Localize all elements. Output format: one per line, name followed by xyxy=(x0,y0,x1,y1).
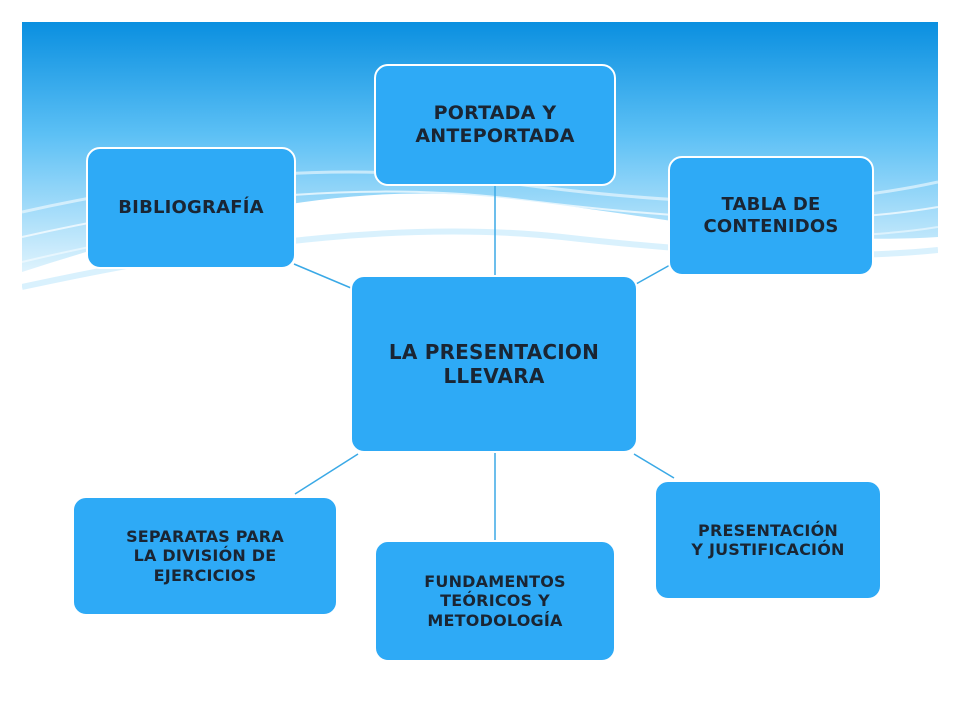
center-node-label: LA PRESENTACION LLEVARA xyxy=(388,340,600,388)
connector-bibliografia xyxy=(293,263,352,289)
node-portada-label: PORTADA Y ANTEPORTADA xyxy=(415,102,575,147)
node-portada: PORTADA Y ANTEPORTADA xyxy=(374,64,616,186)
node-separatas-label: SEPARATAS PARA LA DIVISIÓN DE EJERCICIOS xyxy=(126,527,284,585)
node-tabla: TABLA DE CONTENIDOS xyxy=(668,156,874,276)
connector-lines xyxy=(293,184,675,542)
center-node: LA PRESENTACION LLEVARA xyxy=(350,275,638,453)
connector-presentacion xyxy=(633,453,675,479)
connector-tabla xyxy=(635,264,671,285)
node-presentacion-label: PRESENTACIÓN Y JUSTIFICACIÓN xyxy=(691,520,845,559)
connector-separatas xyxy=(294,453,359,495)
node-bibliografia: BIBLIOGRAFÍA xyxy=(86,147,296,269)
node-bibliografia-label: BIBLIOGRAFÍA xyxy=(118,197,264,219)
node-tabla-label: TABLA DE CONTENIDOS xyxy=(703,194,839,237)
node-fundamentos: FUNDAMENTOS TEÓRICOS Y METODOLOGÍA xyxy=(374,540,616,662)
node-fundamentos-label: FUNDAMENTOS TEÓRICOS Y METODOLOGÍA xyxy=(424,572,566,630)
slide: LA PRESENTACION LLEVARA PORTADA Y ANTEPO… xyxy=(22,22,938,700)
node-separatas: SEPARATAS PARA LA DIVISIÓN DE EJERCICIOS xyxy=(72,496,338,616)
node-presentacion: PRESENTACIÓN Y JUSTIFICACIÓN xyxy=(654,480,882,600)
